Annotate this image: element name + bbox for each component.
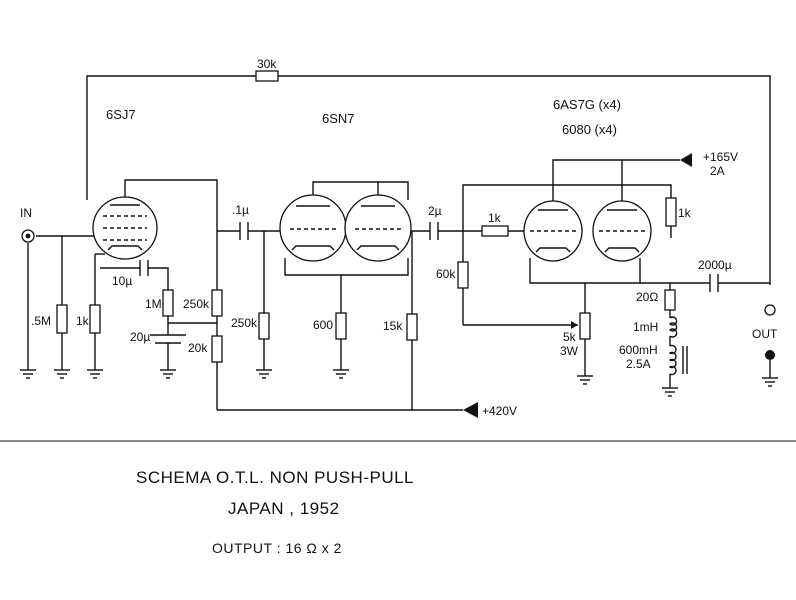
resistor-screen [162,289,174,317]
label-output: OUT [752,327,778,341]
label-plate-v2: 15k [383,319,403,333]
resistor-plate-v1 [211,289,223,317]
supply-arrow-165v [680,153,692,167]
label-input: IN [20,206,32,220]
supply-arrow-420v [463,402,478,418]
resistor-output [664,289,676,311]
label-pot-value: 5k [563,330,577,344]
resistor-grid-leak [56,304,68,334]
label-screen-cap: 20µ [130,330,150,344]
label-anode-v3: 1k [678,206,692,220]
label-decoupling: 20k [188,341,208,355]
label-supply-420: +420V [482,404,517,418]
capacitor-coupling-1 [239,222,249,240]
resistor-decoupling [211,335,223,363]
inductor-600mh [668,344,688,376]
resistor-grid-stopper [481,225,509,237]
label-grid-stopper: 1k [488,211,502,225]
resistor-plate-v2 [406,313,418,341]
caption-output: OUTPUT : 16 Ω x 2 [212,540,342,556]
capacitor-coupling-2 [429,222,439,240]
capacitor-cathode-v1 [139,260,149,276]
resistor-cathode-v1 [89,304,101,334]
label-inductor-1: 1mH [633,320,658,334]
label-cathode-cap: 10µ [112,274,132,288]
label-grid-leak: .5M [31,314,51,328]
label-grid-v3: 60k [436,267,456,281]
tube-v2b [344,194,412,262]
output-terminal-hot [764,304,776,316]
resistor-grid-v3 [457,261,469,289]
resistor-grid-v2 [258,312,270,340]
resistor-feedback [255,70,279,82]
resistor-anode-v3 [665,197,677,227]
label-coupling-1: .1µ [232,203,249,217]
output-terminal-ground [765,350,775,378]
label-tube-v1: 6SJ7 [106,107,136,122]
caption-subtitle: JAPAN , 1952 [228,499,340,518]
label-cathode-v2: 600 [313,318,333,332]
label-pot-power: 3W [560,344,579,358]
tube-v2a [279,194,347,262]
tube-v3a [523,200,583,262]
label-tube-v2: 6SN7 [322,111,355,126]
capacitor-output [709,274,719,292]
tube-v1-pentode [92,196,158,260]
resistor-cathode-v2 [335,312,347,340]
caption-title: SCHEMA O.T.L. NON PUSH-PULL [136,468,415,487]
label-output-resistor: 20Ω [636,290,658,304]
tube-v3b [592,200,652,262]
label-tube-v3b: 6080 (x4) [562,122,617,137]
label-feedback-resistor: 30k [257,57,277,71]
ground-symbols [20,369,778,397]
inductor-1mh [668,316,678,338]
label-tube-v3a: 6AS7G (x4) [553,97,621,112]
label-inductor-2: 600mH [619,343,658,357]
label-supply-165: +165V [703,150,738,164]
input-terminal [21,229,35,243]
label-output-cap: 2000µ [698,258,732,272]
label-screen-resistor: 1M [145,297,162,311]
potentiometer [571,312,591,340]
label-cathode-v1: 1k [76,314,90,328]
label-coupling-2: 2µ [428,204,442,218]
label-inductor-2-current: 2.5A [626,357,651,371]
label-plate-v1: 250k [183,297,210,311]
label-grid-v2: 250k [231,316,258,330]
label-supply-current: 2A [710,164,725,178]
